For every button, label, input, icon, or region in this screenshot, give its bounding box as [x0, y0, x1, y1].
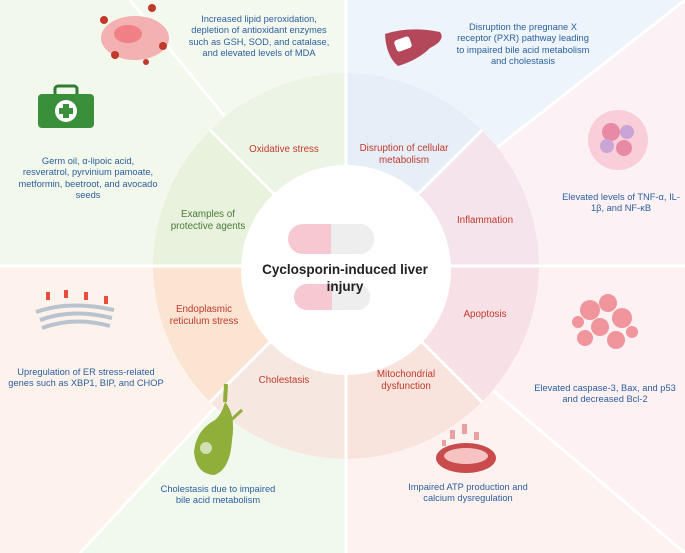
- outer-text-apoptosis: Elevated caspase-3, Bax, and p53 and dec…: [534, 383, 676, 405]
- apoptotic-cells-icon: [572, 294, 638, 349]
- outer-text-mitochondrial: Impaired ATP production and calcium dysr…: [408, 482, 528, 504]
- first-aid-kit-icon: [38, 84, 94, 128]
- outer-text-cellular-metabolism: Disruption the pregnane X receptor (PXR)…: [456, 22, 590, 66]
- ring-label-cholestasis: Cholestasis: [258, 375, 310, 386]
- ring-label-er-stress: Endoplasmic reticulum stress: [169, 304, 239, 327]
- ring-label-protective-agents: Examples of protective agents: [170, 209, 246, 232]
- cell-stress-icon: [100, 4, 169, 65]
- ring-label-oxidative-stress: Oxidative stress: [249, 144, 319, 155]
- outer-text-er-stress: Upregulation of ER stress-related genes …: [8, 367, 164, 389]
- endoplasmic-reticulum-icon: [35, 290, 115, 330]
- outer-text-protective-agents: Germ oil, α-lipoic acid, resveratrol, py…: [18, 156, 158, 200]
- mitochondria-icon: [436, 424, 496, 473]
- liver-icon: [385, 29, 442, 66]
- outer-text-cholestasis: Cholestasis due to impaired bile acid me…: [160, 484, 276, 506]
- capsule-icon: [288, 224, 374, 310]
- outer-text-oxidative-stress: Increased lipid peroxidation, depletion …: [188, 14, 330, 58]
- inflammation-cells-icon: [588, 110, 648, 170]
- ring-label-cellular-metabolism: Disruption of cellular metabolism: [359, 143, 449, 166]
- ring-label-mitochondrial: Mitochondrial dysfunction: [376, 369, 436, 392]
- gallbladder-icon: [194, 383, 244, 475]
- center-circle: [241, 165, 451, 375]
- ring-label-apoptosis: Apoptosis: [463, 309, 507, 320]
- outer-text-inflammation: Elevated levels of TNF-α, IL-1β, and NF-…: [562, 192, 680, 214]
- center-title: Cyclosporin-induced liver injury: [262, 262, 428, 294]
- ring-label-inflammation: Inflammation: [456, 215, 514, 226]
